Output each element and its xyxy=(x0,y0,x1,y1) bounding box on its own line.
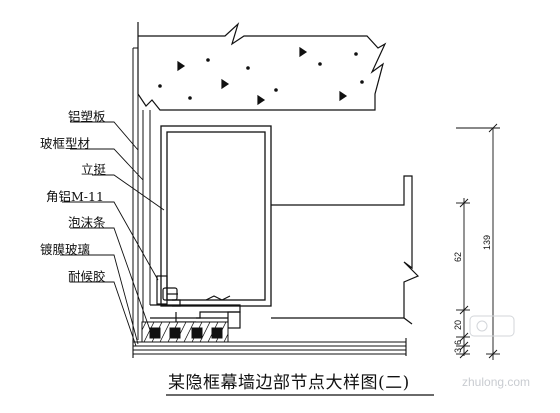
cladding-lines xyxy=(132,47,151,340)
label-angle-aluminium: 角铝M-11 xyxy=(46,189,104,204)
mullion-profile xyxy=(160,125,272,307)
label-coated-glass: 镀膜玻璃 xyxy=(40,242,90,257)
dimension-lines xyxy=(456,123,500,360)
dimension-values: 62 20 6 3 139 xyxy=(453,235,492,353)
leader-lines xyxy=(60,121,165,347)
dimension-62: 62 xyxy=(453,252,463,262)
foam-sealant-block xyxy=(141,321,229,343)
drawing-title: 某隐框幕墙边部节点大样图(二) xyxy=(168,373,410,393)
label-glass-frame-profile: 玻框型材 xyxy=(40,136,90,151)
coated-glass-panes xyxy=(132,338,407,358)
label-weather-sealant: 耐候胶 xyxy=(68,269,106,284)
watermark-text: zhulong.com xyxy=(462,375,530,389)
watermark: zhulong.com xyxy=(462,315,530,389)
angle-bracket xyxy=(150,275,241,329)
component-labels: 铝塑板 玻框型材 立挺 角铝M-11 泡沫条 镀膜玻璃 耐候胶 xyxy=(40,109,107,284)
concrete-slab xyxy=(137,22,387,111)
inner-wall xyxy=(271,175,420,325)
dimension-20: 20 xyxy=(453,320,463,330)
label-aluminium-plate: 铝塑板 xyxy=(68,109,106,124)
dimension-3: 3 xyxy=(453,348,463,353)
dimension-139: 139 xyxy=(482,235,492,250)
label-mullion: 立挺 xyxy=(81,162,107,177)
dimension-6: 6 xyxy=(453,340,463,345)
label-foam-strip: 泡沫条 xyxy=(68,215,106,230)
